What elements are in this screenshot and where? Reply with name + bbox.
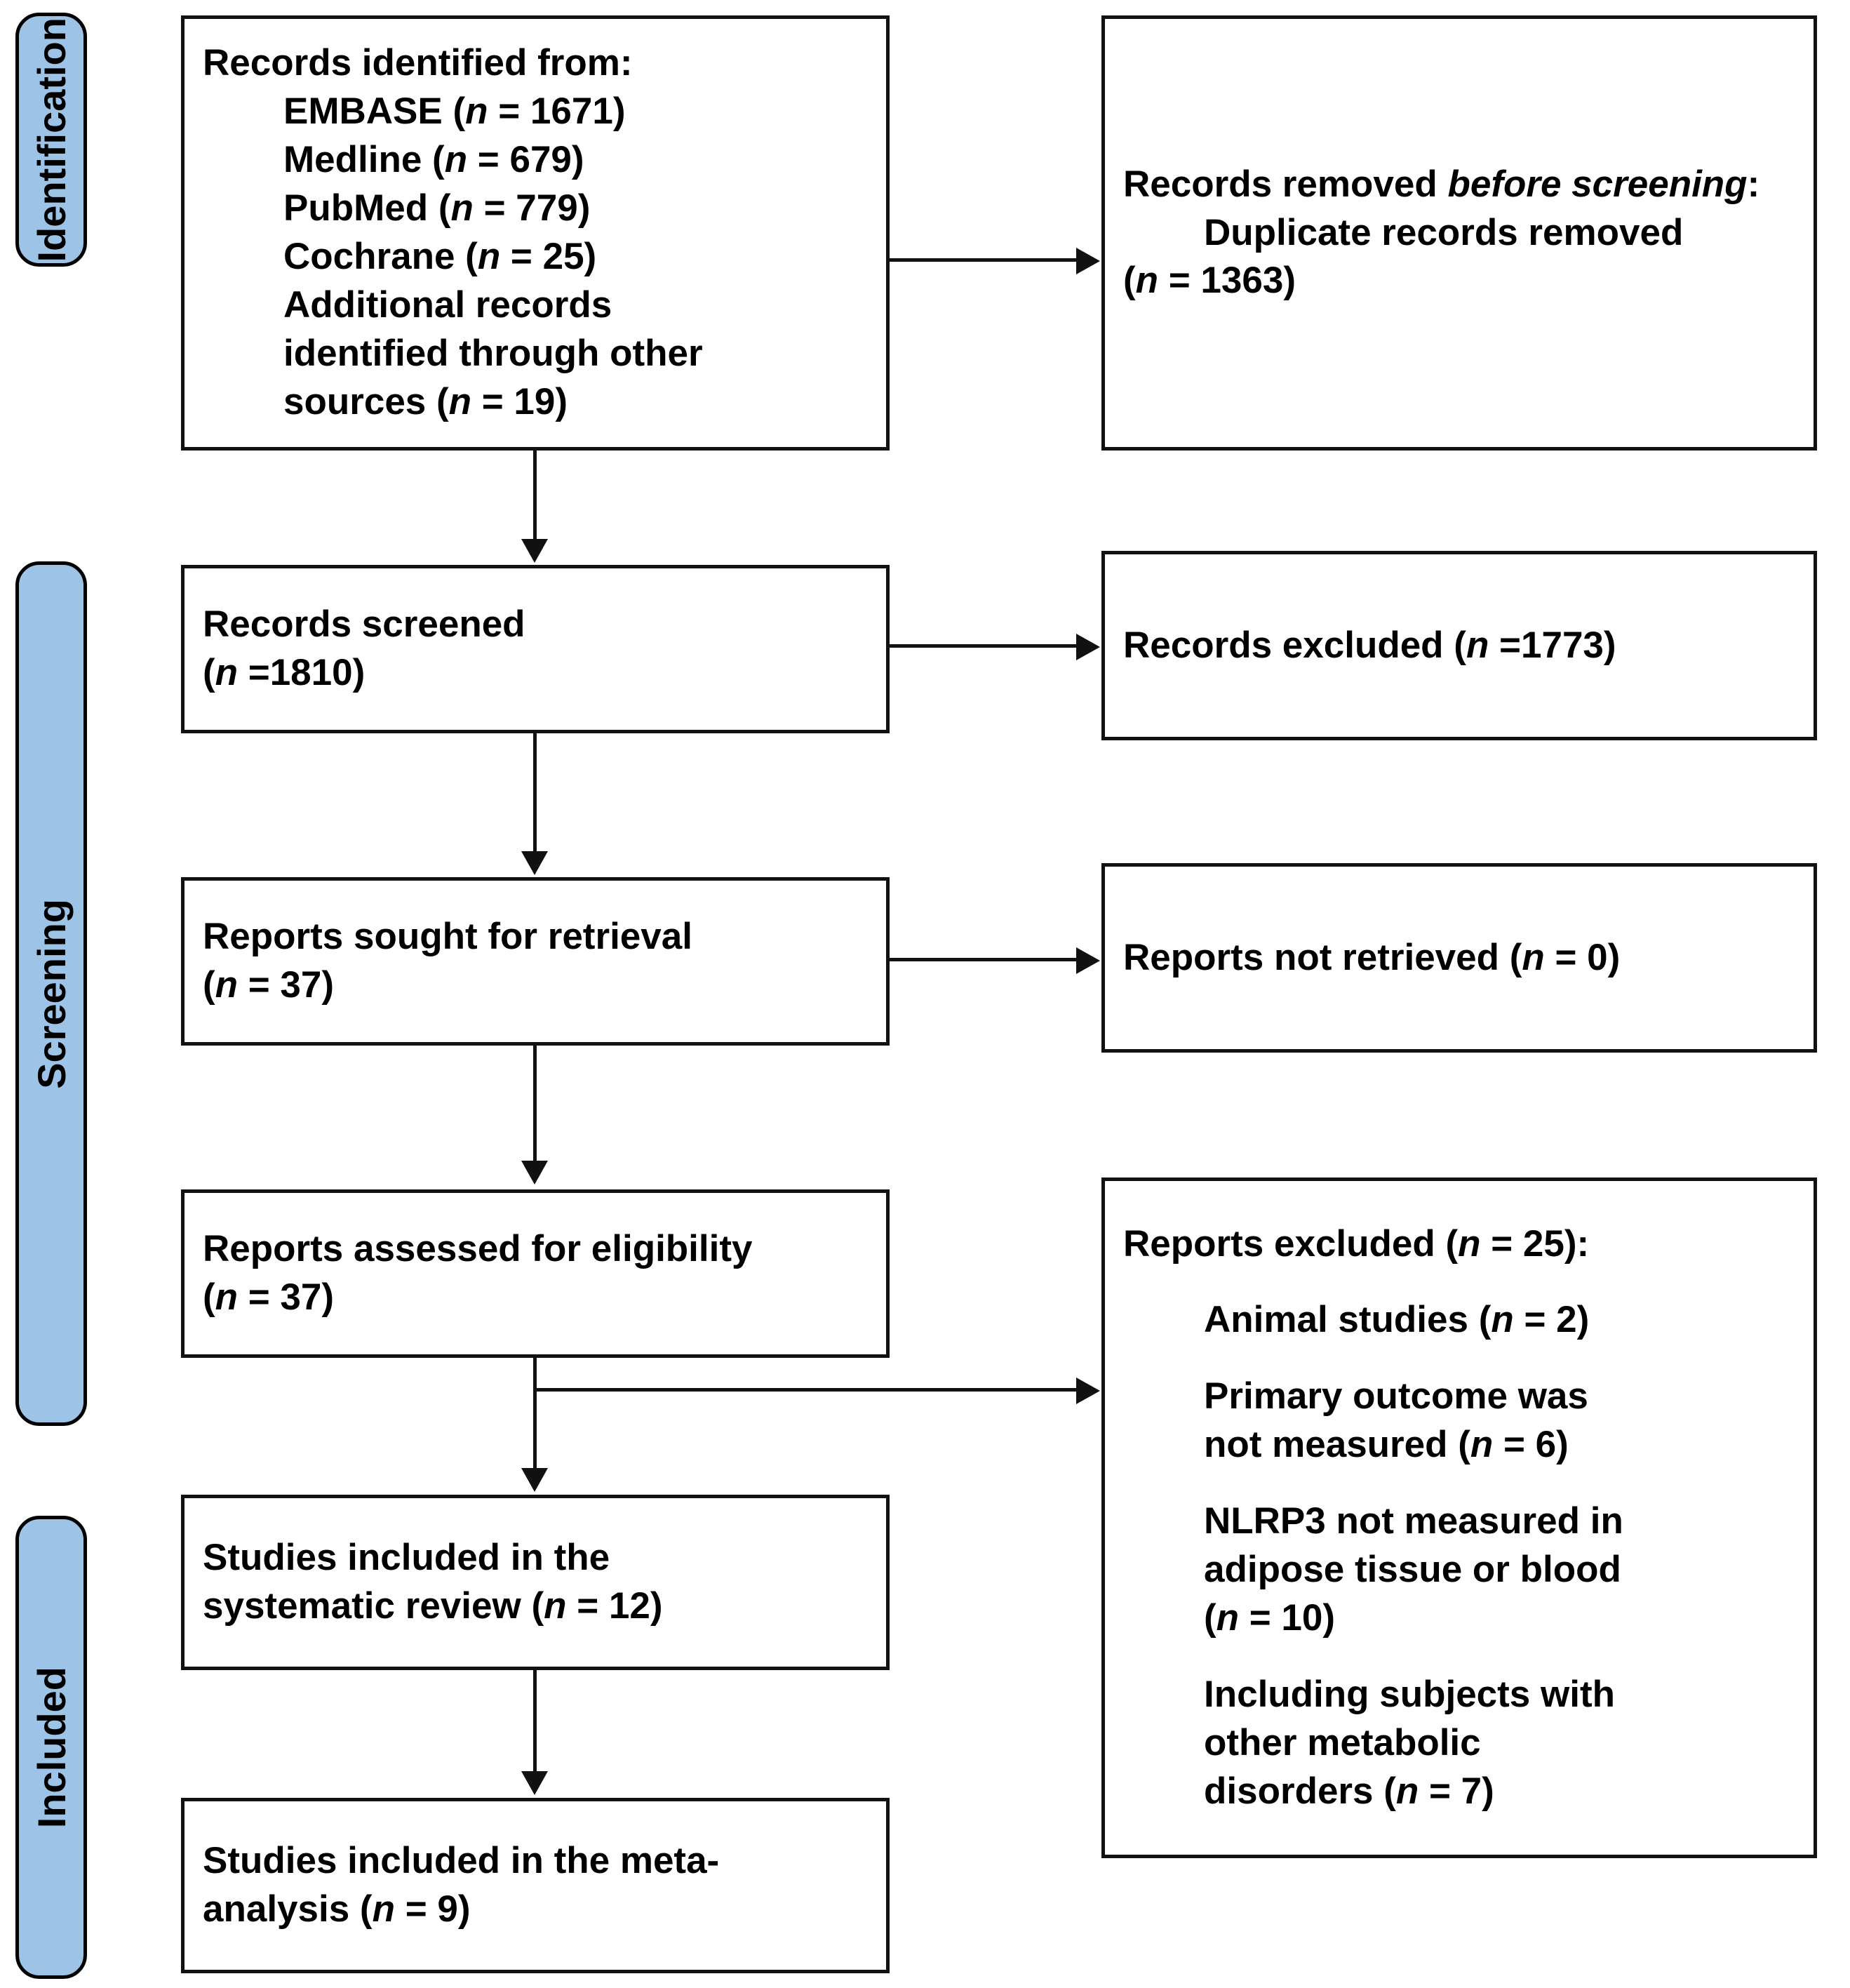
arrowhead-identified-to-screened [521,539,548,563]
node-reports-sought-for-retrieval: Reports sought for retrieval (n = 37) [181,877,890,1046]
connector-systematic-to-meta [533,1670,537,1774]
arrowhead-screened-to-excluded [1076,634,1100,660]
records-removed-title-suffix: : [1747,163,1760,205]
connector-screened-to-sought [533,733,537,854]
arrowhead-sought-to-not-retrieved [1076,947,1100,974]
reports-excluded-title: Reports excluded (n = 25): [1123,1222,1590,1265]
reports-sought-label: Reports sought for retrieval [203,916,692,958]
connector-identified-to-removed-horizontal [890,258,1078,262]
records-identified-additional-2: identified through other [283,332,703,374]
records-identified-additional-1: Additional records [283,283,612,326]
node-records-excluded: Records excluded (n =1773) [1101,551,1817,740]
reports-assessed-label: Reports assessed for eligibility [203,1228,753,1270]
node-studies-included-systematic-review: Studies included in the systematic revie… [181,1495,890,1670]
arrowhead-sought-to-assessed [521,1161,548,1185]
reports-assessed-count: (n = 37) [203,1276,335,1318]
records-removed-title: Records removed before screening: [1123,161,1795,209]
arrowhead-assessed-to-systematic [521,1468,548,1492]
stage-label-included: Included [29,1666,74,1829]
connector-assessed-to-systematic [533,1358,537,1470]
connector-sought-to-not-retrieved-horizontal [890,958,1078,961]
node-records-removed-before-screening: Records removed before screening: Duplic… [1101,15,1817,451]
stage-label-identification: Identification [29,17,74,262]
records-identified-title: Records identified from: [203,42,633,84]
stage-bar-identification: Identification [15,13,87,267]
connector-assessed-to-excluded-horizontal [533,1388,1078,1392]
reports-excluded-reason-primary-outcome: Primary outcome was not measured (n = 6) [1204,1375,1588,1466]
studies-systematic-line1: Studies included in the [203,1537,610,1579]
node-reports-not-retrieved: Reports not retrieved (n = 0) [1101,863,1817,1053]
studies-meta-line2: analysis (n = 9) [203,1888,471,1930]
node-studies-included-meta-analysis: Studies included in the meta- analysis (… [181,1798,890,1973]
node-records-identified: Records identified from: EMBASE (n = 167… [181,15,890,451]
reports-not-retrieved-label: Reports not retrieved (n = 0) [1123,936,1621,978]
reports-excluded-reason-animal-studies: Animal studies (n = 2) [1204,1299,1590,1341]
records-screened-count: (n =1810) [203,652,366,693]
node-reports-assessed-for-eligibility: Reports assessed for eligibility (n = 37… [181,1189,890,1358]
records-identified-source-cochrane: Cochrane (n = 25) [283,236,597,277]
records-removed-title-italic: before screening [1447,163,1748,205]
connector-sought-to-assessed [533,1046,537,1163]
stage-label-screening: Screening [29,898,74,1089]
records-excluded-label: Records excluded (n =1773) [1123,624,1616,666]
arrowhead-screened-to-sought [521,851,548,875]
records-screened-label: Records screened [203,603,525,646]
records-identified-source-medline: Medline (n = 679) [283,139,584,181]
connector-screened-to-excluded-horizontal [890,644,1078,648]
records-identified-additional-3: sources (n = 19) [283,380,568,422]
records-removed-title-plain: Records removed [1123,163,1448,205]
arrowhead-systematic-to-meta [521,1771,548,1795]
studies-meta-line1: Studies included in the meta- [203,1840,720,1882]
records-removed-duplicates-count: (n = 1363) [1123,260,1296,302]
node-records-screened: Records screened (n =1810) [181,565,890,733]
records-identified-source-embase: EMBASE (n = 1671) [283,91,626,133]
connector-identified-to-screened [533,451,537,542]
arrowhead-assessed-to-excluded [1076,1377,1100,1404]
reports-excluded-reason-other-metabolic: Including subjects with other metabolic … [1204,1673,1615,1812]
node-reports-excluded: Reports excluded (n = 25): Animal studie… [1101,1178,1817,1858]
arrowhead-identified-to-removed [1076,248,1100,274]
records-removed-duplicates: Duplicate records removed [1204,211,1684,253]
stage-bar-screening: Screening [15,561,87,1426]
records-identified-source-pubmed: PubMed (n = 779) [283,187,591,229]
reports-sought-count: (n = 37) [203,964,335,1006]
reports-excluded-reason-nlrp3-not-measured: NLRP3 not measured in adipose tissue or … [1204,1500,1623,1639]
stage-bar-included: Included [15,1516,87,1979]
studies-systematic-line2: systematic review (n = 12) [203,1585,663,1627]
